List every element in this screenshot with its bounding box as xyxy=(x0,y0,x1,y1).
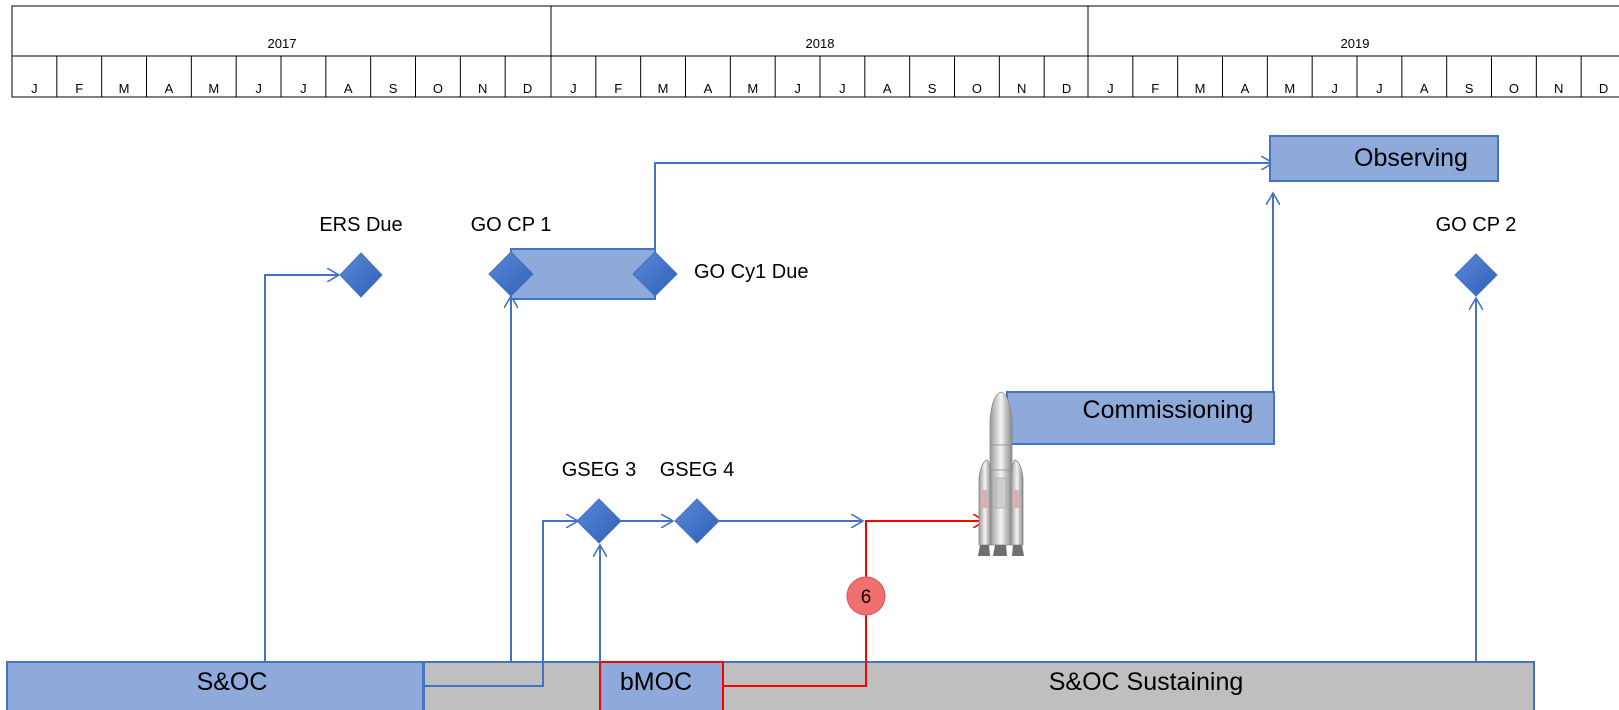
month-label: N xyxy=(478,81,487,96)
month-label: S xyxy=(928,81,937,96)
soc-label: S&OC xyxy=(197,668,268,696)
gseg4-milestone xyxy=(675,499,719,543)
year-label: 2019 xyxy=(1341,36,1370,51)
month-label: J xyxy=(839,81,846,96)
ers-due-label: ERS Due xyxy=(319,214,402,236)
soc-to-ers-connector xyxy=(265,275,339,662)
month-label: O xyxy=(972,81,982,96)
month-label: N xyxy=(1017,81,1026,96)
month-label: M xyxy=(747,81,758,96)
month-label: J xyxy=(794,81,801,96)
month-label: A xyxy=(165,81,174,96)
month-label: D xyxy=(523,81,532,96)
month-label: F xyxy=(1151,81,1159,96)
ers-due-milestone xyxy=(340,253,382,297)
gseg4-label: GSEG 4 xyxy=(660,459,734,481)
gseg3-label: GSEG 3 xyxy=(562,459,636,481)
month-label: J xyxy=(1107,81,1114,96)
month-label: D xyxy=(1599,81,1608,96)
go-cy1-due-label: GO Cy1 Due xyxy=(694,261,808,283)
go-cp2-label: GO CP 2 xyxy=(1436,214,1517,236)
month-label: A xyxy=(1241,81,1250,96)
month-label: N xyxy=(1554,81,1563,96)
critical-path-marker: 6 xyxy=(847,577,885,615)
bmoc-label: bMOC xyxy=(620,668,692,696)
month-label: S xyxy=(1465,81,1474,96)
observing-label: Observing xyxy=(1354,144,1468,172)
timeline-header: 2017 2018 2019 J F M A M J J A S O N D J F M A M J J A S O N D J… xyxy=(12,6,1619,97)
month-label: F xyxy=(75,81,83,96)
soc-sustaining-bar xyxy=(424,662,1534,710)
month-label: J xyxy=(1376,81,1383,96)
month-label: M xyxy=(1284,81,1295,96)
month-label: O xyxy=(433,81,443,96)
month-label: O xyxy=(1509,81,1519,96)
month-label: S xyxy=(389,81,398,96)
gocy1-to-observing-connector xyxy=(655,163,1273,250)
month-label: J xyxy=(31,81,38,96)
month-label: M xyxy=(208,81,219,96)
month-label: A xyxy=(883,81,892,96)
month-label: J xyxy=(300,81,307,96)
gseg3-milestone xyxy=(577,499,621,543)
year-label: 2018 xyxy=(806,36,835,51)
month-label: A xyxy=(704,81,713,96)
month-label: M xyxy=(119,81,130,96)
critical-path-marker-label: 6 xyxy=(861,587,872,608)
soc-sustaining-label: S&OC Sustaining xyxy=(1049,668,1244,696)
month-label: J xyxy=(1331,81,1338,96)
month-label: A xyxy=(1420,81,1429,96)
month-label: D xyxy=(1062,81,1071,96)
go-cp2-milestone xyxy=(1455,254,1497,296)
month-label: M xyxy=(1195,81,1206,96)
year-label: 2017 xyxy=(268,36,297,51)
month-label: A xyxy=(344,81,353,96)
month-label: M xyxy=(658,81,669,96)
month-label: F xyxy=(614,81,622,96)
commissioning-label: Commissioning xyxy=(1083,396,1254,424)
month-label: J xyxy=(570,81,577,96)
go-cp1-label: GO CP 1 xyxy=(471,214,552,236)
month-label: J xyxy=(255,81,262,96)
